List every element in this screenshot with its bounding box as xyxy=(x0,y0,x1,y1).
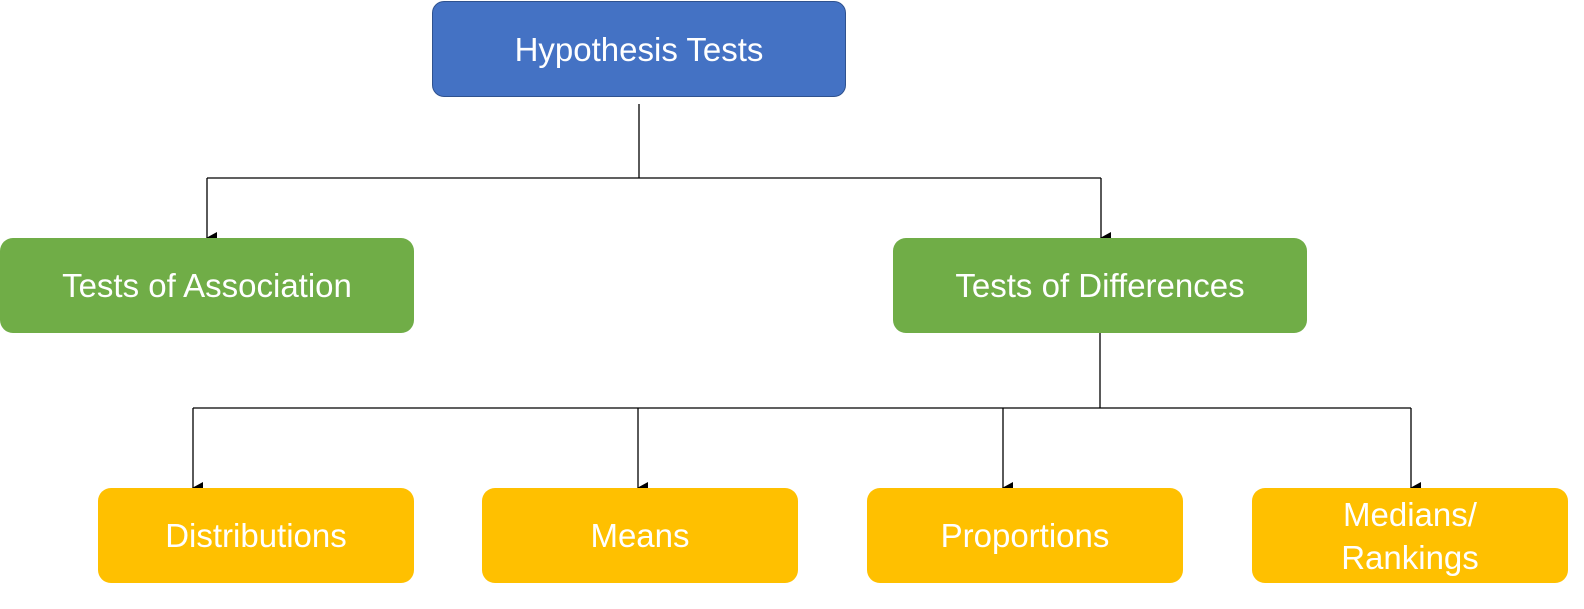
node-distributions: Distributions xyxy=(98,488,414,583)
node-label: Hypothesis Tests xyxy=(514,30,764,68)
node-label: Proportions xyxy=(940,517,1110,554)
node-tests-of-association: Tests of Association xyxy=(0,238,414,333)
node-tests-of-differences: Tests of Differences xyxy=(893,238,1307,333)
node-proportions: Proportions xyxy=(867,488,1183,583)
node-label: Distributions xyxy=(165,517,347,554)
node-medians-rankings: Medians/ Rankings xyxy=(1252,488,1568,583)
node-label: Medians/ Rankings xyxy=(1341,495,1479,576)
node-label: Tests of Differences xyxy=(955,267,1245,304)
node-label: Tests of Association xyxy=(62,267,352,304)
node-hypothesis-tests: Hypothesis Tests xyxy=(432,1,846,97)
node-means: Means xyxy=(482,488,798,583)
node-label: Means xyxy=(590,517,690,554)
